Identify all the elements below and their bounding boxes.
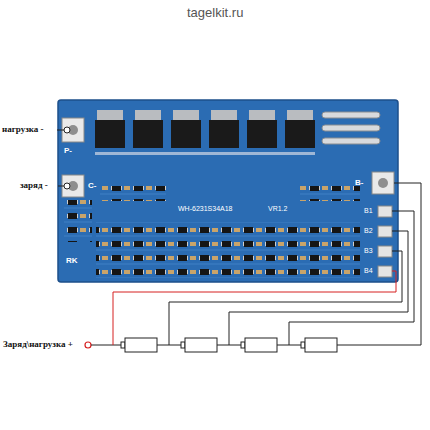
battery-cell (245, 338, 277, 352)
cell-terminal (121, 342, 125, 348)
mosfet (285, 120, 315, 148)
b4-pad (378, 266, 392, 277)
battery-cell (305, 338, 337, 352)
pin-name: B4 (364, 267, 373, 275)
silkscreen-label: RK (66, 256, 78, 265)
wire-b4 (113, 271, 396, 345)
pad-hole (378, 178, 388, 188)
mosfet-tab (173, 110, 199, 120)
mosfet-legs (95, 152, 315, 155)
terminal-label: заряд - (20, 180, 48, 190)
silkscreen-label: C- (88, 181, 96, 190)
b1-pad (378, 206, 392, 217)
pcb-board (58, 100, 398, 282)
smd-components (100, 186, 166, 201)
shunt (322, 138, 380, 144)
mosfet-tab (211, 110, 237, 120)
board-marking: WH-6231S34A18 (178, 205, 232, 213)
leader-line (57, 130, 64, 131)
cell-terminal (241, 342, 245, 348)
wire (91, 345, 121, 346)
leader-lines (57, 127, 121, 348)
board-body (58, 100, 398, 282)
mosfet-tab (287, 110, 313, 120)
board-marking: VR1.2 (268, 205, 287, 213)
p-minus-pad (62, 118, 84, 142)
wire-b2 (229, 231, 408, 345)
cell-terminal (181, 342, 185, 348)
watermark: tagelkit.ru (187, 6, 243, 21)
battery-cell (125, 338, 157, 352)
b3-pad (378, 246, 392, 257)
pin-name: B1 (364, 207, 373, 215)
cell-terminal (301, 342, 305, 348)
mosfet (209, 120, 239, 148)
wire (277, 345, 301, 346)
shunt-resistors (322, 112, 380, 144)
silkscreen-label: P- (64, 146, 72, 155)
mosfet (247, 120, 277, 148)
shunt (322, 125, 380, 131)
silkscreen-label: B- (355, 178, 363, 187)
leader-line (58, 186, 64, 187)
mosfet-tab (135, 110, 161, 120)
mosfet-tab (249, 110, 275, 120)
smd-components (64, 200, 92, 242)
terminal-label: нагрузка - (2, 124, 44, 134)
balance-wires (113, 183, 421, 345)
battery-cells (121, 338, 337, 352)
leader-dot (64, 183, 70, 189)
pin-name: B2 (364, 227, 373, 235)
b-minus-pad (372, 172, 394, 194)
wire (217, 345, 241, 346)
shunt (322, 112, 380, 118)
b2-pad (378, 226, 392, 237)
leader-dot (85, 342, 91, 348)
leader-dot (64, 127, 70, 133)
mosfet (171, 120, 201, 148)
mosfets (95, 110, 315, 155)
wire-b3 (169, 251, 402, 345)
c-minus-pad (62, 175, 84, 197)
battery-cell (185, 338, 217, 352)
smd-components (96, 222, 360, 278)
smd-components (300, 186, 360, 201)
terminal-label: Заряд\нагрузка + (3, 339, 73, 349)
wire (157, 345, 181, 346)
mosfet (133, 120, 163, 148)
mosfet (95, 120, 125, 148)
pin-name: B3 (364, 247, 373, 255)
mosfet-tab (97, 110, 123, 120)
pads (62, 118, 394, 277)
